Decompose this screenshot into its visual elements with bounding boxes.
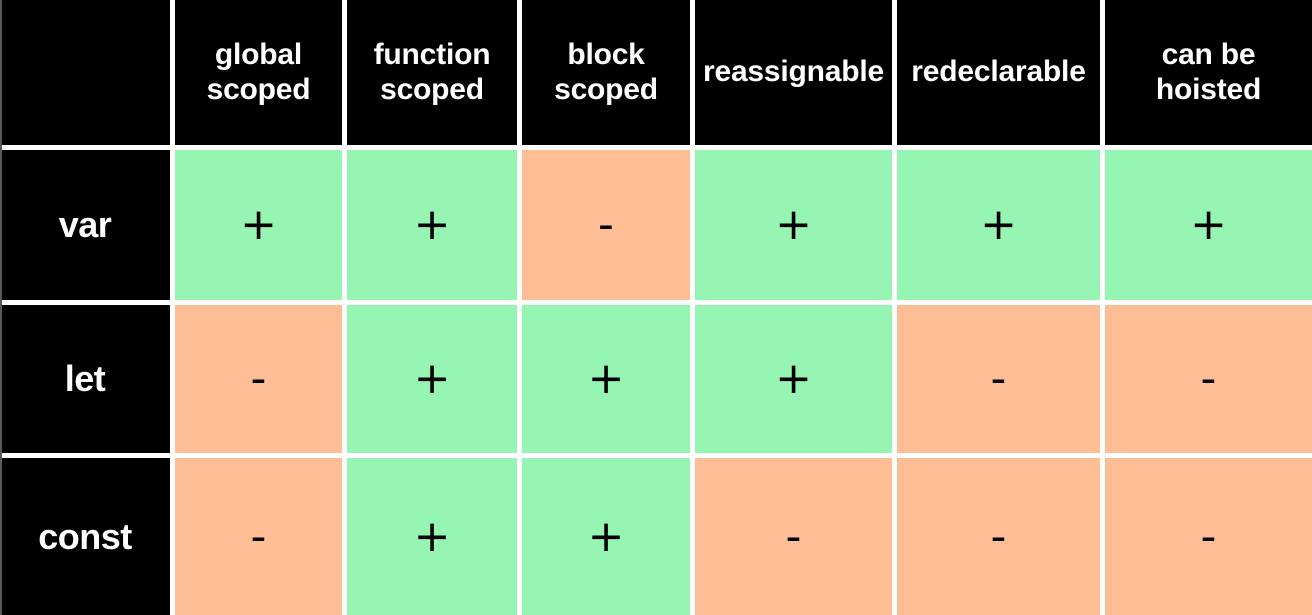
minus-icon: -: [1200, 510, 1217, 562]
cell-let-global-scoped: -: [175, 305, 347, 458]
minus-icon: -: [250, 353, 267, 404]
column-header-label: redeclarable: [911, 55, 1086, 89]
plus-icon: +: [413, 199, 451, 250]
cell-var-block-scoped: -: [522, 150, 695, 305]
minus-icon: -: [1200, 353, 1217, 404]
column-header-block-scoped: block scoped: [522, 0, 695, 150]
plus-icon: +: [413, 510, 451, 562]
cell-var-redeclarable: +: [897, 150, 1105, 305]
column-header-function-scoped: function scoped: [347, 0, 522, 150]
cell-const-global-scoped: -: [175, 458, 347, 615]
cell-let-can-be-hoisted: -: [1105, 305, 1312, 458]
column-header-global-scoped: global scoped: [175, 0, 347, 150]
plus-icon: +: [587, 353, 625, 404]
cell-let-reassignable: +: [695, 305, 897, 458]
column-header-label: function scoped: [373, 38, 491, 106]
minus-icon: -: [598, 199, 614, 250]
cell-const-block-scoped: +: [522, 458, 695, 615]
minus-icon: -: [990, 353, 1007, 404]
table-corner-cell: [0, 0, 175, 150]
column-header-label: can be hoisted: [1155, 38, 1262, 106]
cell-let-function-scoped: +: [347, 305, 522, 458]
minus-icon: -: [250, 510, 267, 562]
column-header-label: global scoped: [206, 38, 311, 106]
cell-const-reassignable: -: [695, 458, 897, 615]
row-header-var: var: [0, 150, 175, 305]
column-header-label: reassignable: [702, 55, 885, 89]
table-header-row: global scoped function scoped block scoped…: [0, 0, 1312, 150]
cell-let-redeclarable: -: [897, 305, 1105, 458]
column-header-reassignable: reassignable: [695, 0, 897, 150]
cell-let-block-scoped: +: [522, 305, 695, 458]
plus-icon: +: [1190, 199, 1227, 250]
column-header-can-be-hoisted: can be hoisted: [1105, 0, 1312, 150]
cell-var-function-scoped: +: [347, 150, 522, 305]
cell-const-function-scoped: +: [347, 458, 522, 615]
plus-icon: +: [775, 353, 812, 404]
cell-var-can-be-hoisted: +: [1105, 150, 1312, 305]
cell-const-can-be-hoisted: -: [1105, 458, 1312, 615]
table-row: var + + - + + +: [0, 150, 1312, 305]
plus-icon: +: [587, 510, 625, 562]
table-row: const - + + - - -: [0, 458, 1312, 615]
plus-icon: +: [413, 353, 451, 404]
table-row: let - + + + - -: [0, 305, 1312, 458]
cell-var-global-scoped: +: [175, 150, 347, 305]
row-header-let: let: [0, 305, 175, 458]
row-header-const: const: [0, 458, 175, 615]
plus-icon: +: [980, 199, 1017, 250]
plus-icon: +: [240, 199, 277, 250]
cell-const-redeclarable: -: [897, 458, 1105, 615]
column-header-label: block scoped: [554, 38, 658, 106]
plus-icon: +: [775, 199, 812, 250]
minus-icon: -: [990, 510, 1007, 562]
minus-icon: -: [785, 510, 802, 562]
column-header-redeclarable: redeclarable: [897, 0, 1105, 150]
cell-var-reassignable: +: [695, 150, 897, 305]
